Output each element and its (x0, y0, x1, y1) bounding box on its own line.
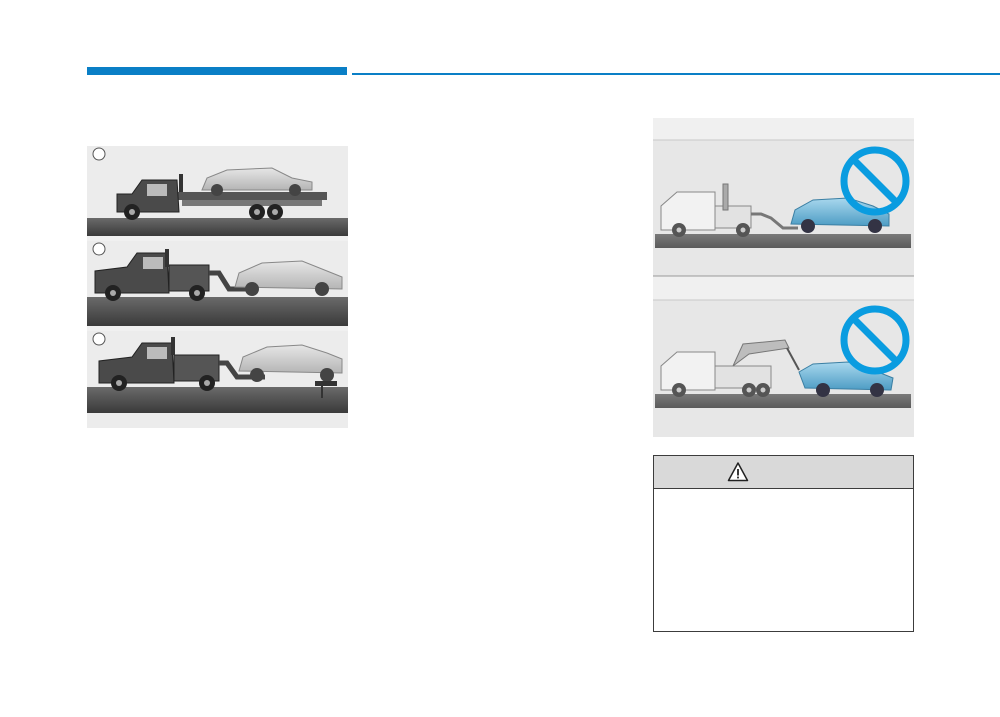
caution-body (654, 489, 913, 629)
caution-box (653, 455, 914, 632)
warning-triangle-icon (727, 462, 749, 482)
flatbed-tow-scene (87, 146, 348, 236)
section-accent-bar (87, 67, 347, 75)
dolly-tow-scene (87, 331, 348, 428)
method-badge-1 (92, 147, 106, 161)
prohibited-towing-illustration (653, 118, 914, 437)
prohibited-towing-figure (653, 118, 914, 437)
wheel-lift-tow-scene (87, 241, 348, 326)
caution-header (654, 456, 913, 489)
sling-tow-scene (655, 146, 911, 248)
prohibited-icon-2 (840, 305, 910, 375)
method-badge-3 (92, 332, 106, 346)
header-rule (352, 73, 1000, 75)
prohibited-icon-1 (840, 146, 910, 216)
towing-methods-figure (87, 146, 348, 428)
towing-methods-illustration (87, 146, 348, 428)
crane-tow-scene (655, 305, 911, 408)
method-badge-2 (92, 242, 106, 256)
